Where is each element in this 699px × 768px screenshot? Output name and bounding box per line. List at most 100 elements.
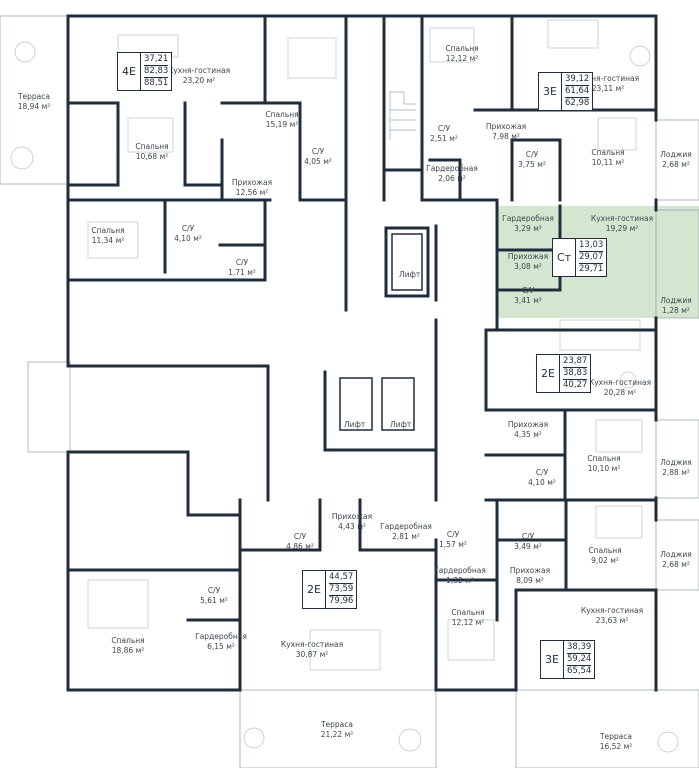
apartment-area-value: 44,57: [329, 572, 354, 584]
apartment-area-value: 65,54: [567, 666, 592, 676]
apartment-area-value: 23,87: [563, 356, 588, 368]
apartment-area-value: 82,83: [144, 66, 169, 78]
room-area: 3,49 м²: [514, 542, 542, 551]
apartment-area-value: 29,71: [579, 264, 604, 274]
room-area: 20,28 м²: [603, 388, 637, 397]
apartment-type-code: 2Е: [303, 571, 326, 608]
room-area: 5,61 м²: [200, 596, 228, 605]
room-name: С/У: [521, 532, 535, 541]
room-area: 2,51 м²: [430, 134, 458, 143]
room-area: 23,20 м²: [182, 76, 216, 85]
furniture-hints: [10, 19, 679, 753]
room-area: 23,63 м²: [595, 616, 629, 625]
room-area: 16,52 м²: [599, 742, 633, 751]
apartment-type-code: 3Е: [539, 73, 562, 110]
room-area: 2,81 м²: [392, 532, 420, 541]
room-area: 1,57 м²: [439, 540, 467, 549]
room-area: 21,22 м²: [320, 730, 354, 739]
lift-shafts: [339, 233, 423, 431]
room-name: Прихожая: [331, 512, 373, 521]
apartment-area-value: 38,83: [563, 368, 588, 380]
lift-label-left: Лифт: [344, 420, 366, 429]
room-name: С/У: [525, 150, 539, 159]
room-area: 1,71 м²: [228, 268, 256, 277]
room-name: С/У: [181, 224, 195, 233]
room-name: Спальня: [91, 226, 125, 235]
room-area: 3,41 м²: [514, 296, 542, 305]
walls: [66, 14, 658, 692]
room-area: 2,68 м²: [662, 560, 690, 569]
room-area: 3,75 м²: [518, 160, 546, 169]
apartment-area-value: 79,96: [329, 596, 354, 606]
room-area: 10,10 м²: [587, 464, 621, 473]
room-area: 4,86 м²: [286, 542, 314, 551]
room-name: С/У: [235, 258, 249, 267]
room-area: 10,11 м²: [591, 158, 625, 167]
room-area: 3,29 м²: [514, 224, 542, 233]
room-area: 3,08 м²: [514, 262, 542, 271]
room-area: 1,28 м²: [662, 306, 690, 315]
room-name: Лоджия: [660, 550, 692, 559]
apartment-area-value: 39,12: [565, 74, 590, 86]
apartment-area-value: 40,27: [563, 380, 588, 390]
room-area: 9,02 м²: [591, 556, 619, 565]
room-name: Терраса: [599, 732, 633, 741]
room-name: Спальня: [591, 148, 625, 157]
room-name: Кухня-гостиная: [580, 606, 644, 615]
room-area: 2,06 м²: [438, 174, 466, 183]
room-name: Гардеробная: [426, 164, 478, 173]
lift-label-right: Лифт: [390, 420, 412, 429]
room-area: 4,35 м²: [514, 430, 542, 439]
room-name: Спальня: [445, 44, 479, 53]
room-name: Спальня: [265, 110, 299, 119]
room-name: Прихожая: [231, 178, 273, 187]
room-name: Спальня: [451, 608, 485, 617]
room-area: 2,68 м²: [662, 160, 690, 169]
room-area: 12,12 м²: [451, 618, 485, 627]
room-name: Спальня: [588, 546, 622, 555]
room-area: 8,09 м²: [516, 576, 544, 585]
room-name: Спальня: [587, 454, 621, 463]
room-name: Лоджия: [660, 458, 692, 467]
apartment-type-code: Ст: [553, 239, 576, 276]
room-area: 12,12 м²: [445, 54, 479, 63]
room-area: 4,10 м²: [528, 478, 556, 487]
room-name: С/У: [446, 530, 460, 539]
room-area: 6,15 м²: [207, 642, 235, 651]
room-name: Спальня: [135, 142, 169, 151]
room-area: 15,19 м²: [265, 120, 299, 129]
room-name: Гардеробная: [380, 522, 432, 531]
room-area: 18,86 м²: [111, 646, 145, 655]
room-area: 19,29 м²: [605, 224, 639, 233]
room-name: Гардеробная: [195, 632, 247, 641]
